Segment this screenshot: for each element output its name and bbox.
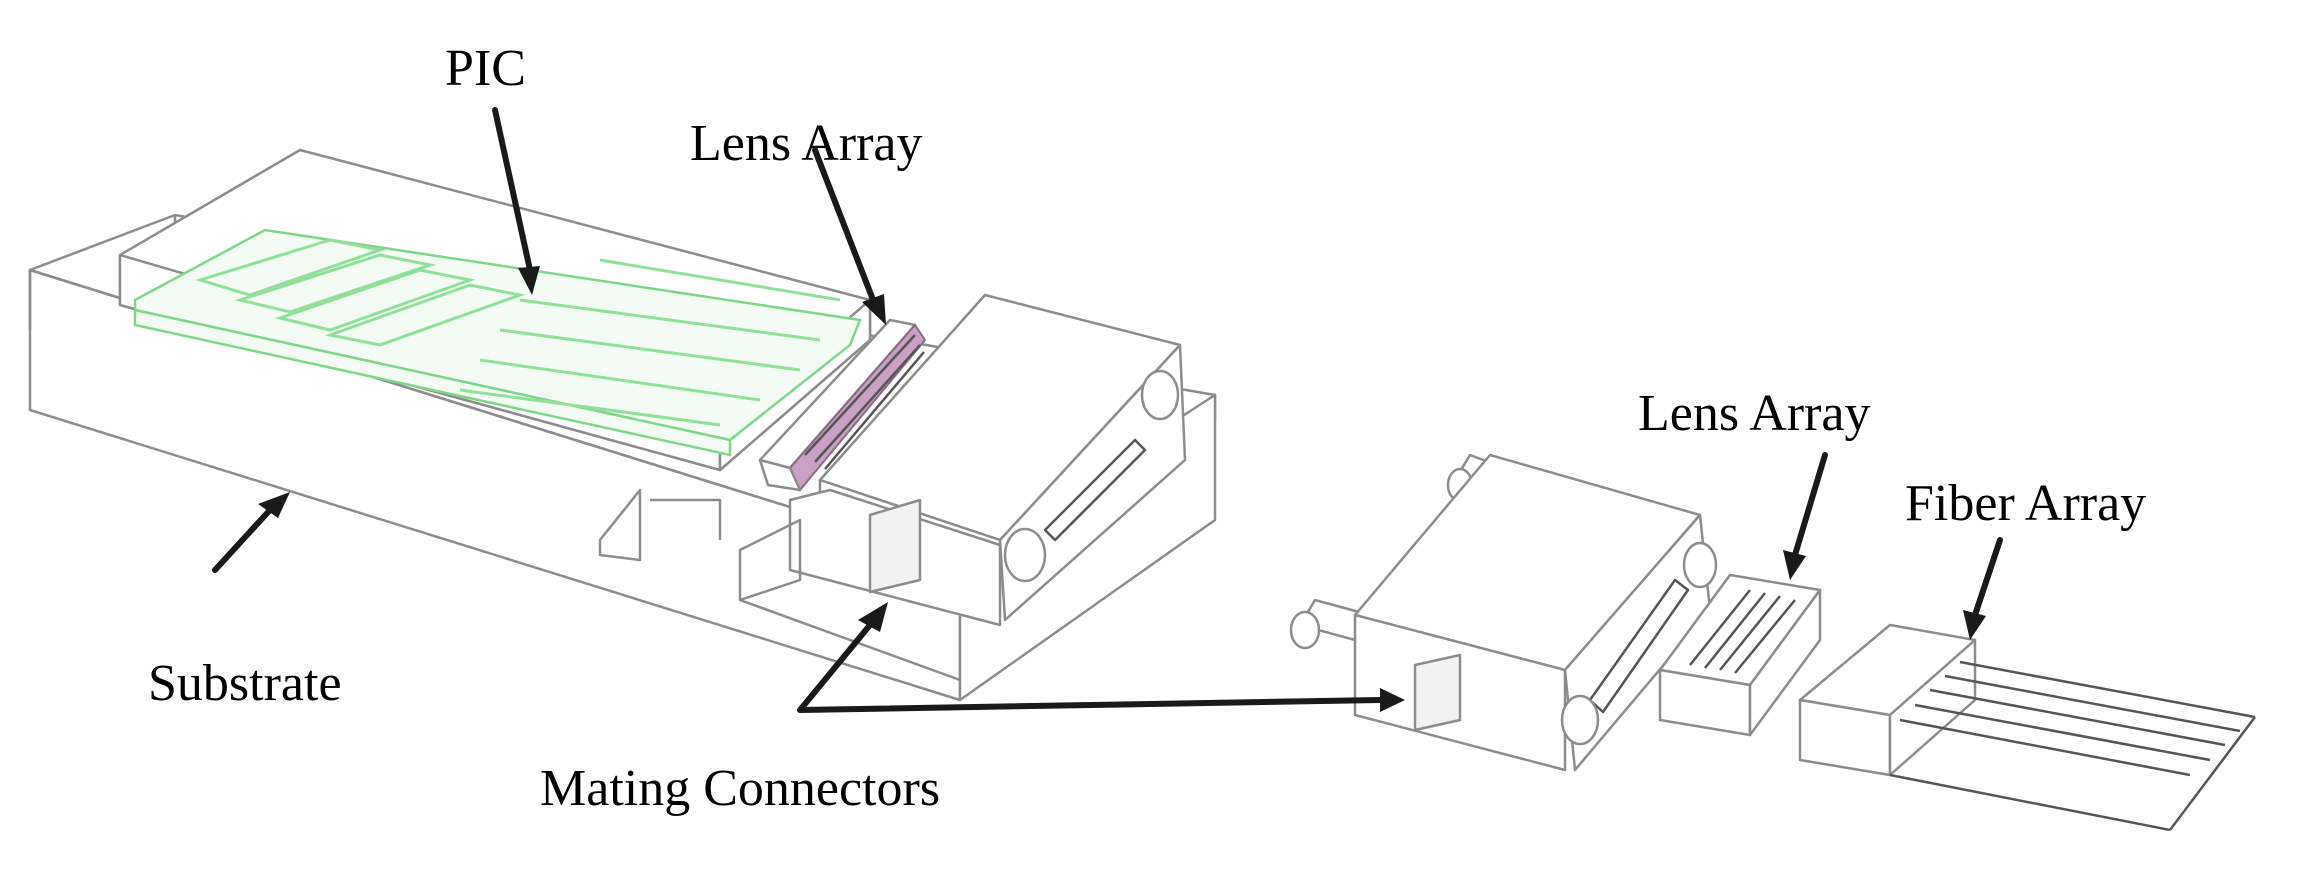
lens-array-right (1658, 573, 1822, 737)
label-lens-array-left: Lens Array (690, 115, 922, 172)
lens-array-left-lenses (804, 334, 925, 470)
label-mating-connectors: Mating Connectors (540, 760, 940, 817)
connector-left-pin-hole-2 (1140, 369, 1180, 421)
label-pic: PIC (445, 40, 526, 97)
connector-right-hole-1 (1560, 694, 1600, 746)
label-fiber-array: Fiber Array (1905, 475, 2146, 532)
connector-left-pin-hole-1 (1003, 527, 1047, 583)
leader-fiber-array (1972, 537, 2003, 618)
leader-lens-array-left (812, 147, 878, 308)
label-substrate: Substrate (148, 655, 342, 712)
pic-traces (194, 238, 841, 427)
connector-left (738, 293, 1187, 682)
connector-right-hole-2 (1682, 541, 1718, 589)
fiber-array (1798, 623, 2256, 832)
connector-right (1289, 453, 1718, 772)
leader-pic (492, 107, 533, 273)
leader-substrate (212, 507, 273, 573)
leader-lens-array-right (1792, 452, 1828, 558)
lens-array-right-lenses (1689, 589, 1796, 674)
leader-mating-connectors (797, 622, 1383, 713)
label-lens-array-right: Lens Array (1638, 385, 1870, 442)
leader-lines (212, 107, 2003, 713)
fiber-array-fibers (1889, 660, 2256, 832)
lens-array-left (758, 318, 927, 492)
